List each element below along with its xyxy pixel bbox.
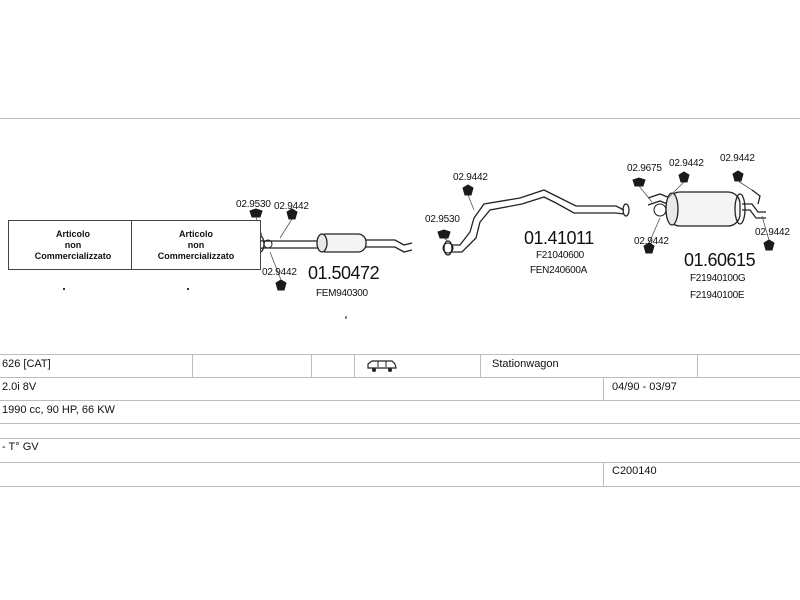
production-years: 04/90 - 03/97 — [612, 381, 677, 393]
clamp-code[interactable]: 02.9442 — [262, 267, 297, 278]
table-divider — [697, 354, 698, 377]
part-ref: F21040600 — [536, 250, 584, 261]
part-ref: FEM940300 — [316, 288, 368, 299]
top-border — [0, 118, 800, 119]
part-ref: F21940100G — [690, 273, 746, 284]
clamp-glyphs — [249, 170, 775, 291]
clamp-code[interactable]: 02.9675 — [627, 163, 662, 174]
table-rule — [0, 423, 800, 424]
box-line: Commercializzato — [34, 250, 112, 261]
table-divider — [603, 377, 604, 400]
dot-marker — [187, 288, 189, 290]
clamp-code[interactable]: 02.9442 — [634, 236, 669, 247]
table-divider — [354, 354, 355, 377]
clamp-code[interactable]: 02.9442 — [453, 172, 488, 183]
engine: 2.0i 8V — [2, 381, 37, 393]
dot-marker — [63, 288, 65, 290]
part-number[interactable]: 01.60615 — [684, 250, 756, 270]
not-commercialized-box: Articolo non Commercializzato — [131, 220, 261, 270]
station-wagon-icon — [367, 360, 397, 372]
box-line: Articolo — [55, 228, 90, 239]
front-pipe-drawing — [251, 233, 413, 253]
table-rule — [0, 400, 800, 401]
table-divider — [192, 354, 193, 377]
vehicle-model: 626 [CAT] — [2, 358, 51, 370]
clamp-code[interactable]: 02.9442 — [720, 153, 755, 164]
engine-specs: 1990 cc, 90 HP, 66 KW — [2, 404, 115, 416]
not-commercialized-box: Articolo non Commercializzato — [8, 220, 138, 270]
part-number[interactable]: 01.50472 — [308, 263, 380, 283]
table-divider — [480, 354, 481, 377]
table-rule — [0, 438, 800, 439]
table-divider — [603, 462, 604, 486]
table-rule — [0, 377, 800, 378]
box-line: non — [187, 239, 205, 250]
table-rule — [0, 354, 800, 355]
box-line: Commercializzato — [157, 250, 235, 261]
trim: - T° GV — [2, 441, 39, 453]
body-type: Stationwagon — [492, 358, 559, 370]
box-line: Articolo — [178, 228, 213, 239]
clamp-code[interactable]: 02.9530 — [425, 214, 460, 225]
table-rule — [0, 462, 800, 463]
table-divider — [311, 354, 312, 377]
clamp-code[interactable]: 02.9442 — [755, 227, 790, 238]
clamp-code[interactable]: 02.9530 — [236, 199, 271, 210]
part-number[interactable]: 01.41011 — [524, 228, 594, 248]
middle-pipe-drawing — [443, 189, 630, 256]
clamp-code[interactable]: 02.9442 — [669, 158, 704, 169]
part-ref: F21940100E — [690, 290, 745, 301]
part-ref: FEN240600A — [530, 265, 588, 276]
clamp-code[interactable]: 02.9442 — [274, 201, 309, 212]
system-code: C200140 — [612, 465, 657, 477]
table-rule — [0, 486, 800, 487]
rear-silencer-drawing — [647, 189, 766, 227]
box-line: non — [64, 239, 82, 250]
